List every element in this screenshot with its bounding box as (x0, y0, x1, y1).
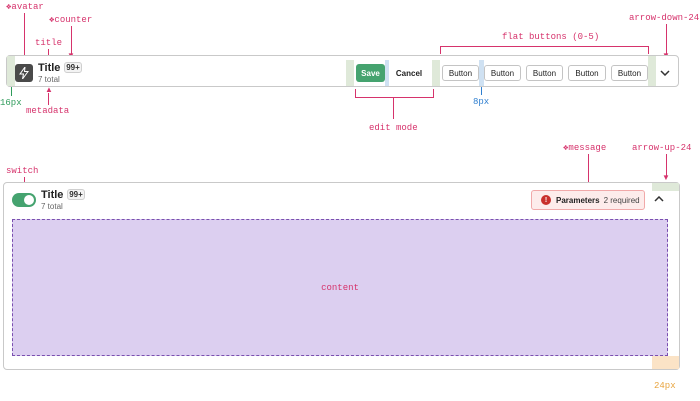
edit-mode-bracket-right (433, 89, 434, 97)
save-button[interactable]: Save (356, 64, 385, 82)
arrow-down-pointer-line (666, 24, 667, 56)
message-detail: 2 required (603, 195, 640, 205)
gap-8-annotation: 8px (473, 97, 490, 107)
avatar-annotation: ❖avatar (6, 2, 44, 12)
arrow-padding-left (648, 56, 656, 86)
content-area: content (12, 219, 668, 356)
metadata-pointer-arrowhead: ▲ (45, 85, 53, 94)
panel-title: Title (41, 189, 64, 201)
arrow-down-annotation: arrow-down-24 (629, 13, 700, 23)
message-annotation: ❖message (563, 143, 607, 153)
arrow-up-padding-top (652, 183, 679, 191)
panel-metadata: 7 total (41, 202, 63, 211)
title-annotation: title (35, 38, 63, 48)
chevron-down-icon (660, 70, 670, 76)
switch-annotation: switch (6, 166, 39, 176)
edit-mode-padding-left (346, 60, 354, 86)
edit-mode-padding-right (432, 60, 440, 86)
switch-knob (24, 195, 34, 205)
chevron-up-icon (654, 196, 664, 202)
edit-mode-annotation: edit mode (369, 123, 418, 133)
edit-mode-pointer-line (393, 97, 394, 119)
panel-counter: 99+ (67, 189, 85, 200)
content-label: content (321, 282, 359, 293)
flat-buttons-bracket-left (440, 46, 441, 54)
arrow-up-pointer-arrowhead: ▼ (662, 173, 670, 182)
header-metadata: 7 total (38, 75, 60, 84)
gap-8-marker (481, 87, 482, 95)
avatar (15, 64, 33, 82)
flat-button-4[interactable]: Button (568, 65, 606, 81)
padding-24-highlight (652, 356, 679, 369)
save-cancel-gap (385, 60, 389, 86)
metadata-annotation: metadata (26, 106, 70, 116)
bolt-icon (19, 67, 29, 79)
edit-mode-bracket-bottom (355, 97, 434, 98)
flat-button-1[interactable]: Button (442, 65, 479, 81)
message-pointer-line (588, 154, 589, 185)
counter-annotation: ❖counter (49, 15, 93, 25)
metadata-pointer-line (48, 93, 49, 105)
error-icon: ! (541, 195, 551, 205)
header-counter: 99+ (64, 62, 82, 73)
header-bar (6, 55, 679, 87)
avatar-pointer-line (24, 13, 25, 59)
padding-16-annotation: 16px (0, 98, 22, 108)
flat-button-3[interactable]: Button (526, 65, 563, 81)
message-label: Parameters (556, 195, 600, 205)
flat-button-2[interactable]: Button (484, 65, 521, 81)
panel-switch[interactable] (12, 193, 36, 207)
counter-pointer-line (71, 26, 72, 54)
arrow-up-annotation: arrow-up-24 (632, 143, 692, 153)
padding-24-annotation: 24px (654, 381, 676, 391)
left-padding-highlight (7, 56, 15, 86)
flat-buttons-annotation: flat buttons (0-5) (502, 32, 600, 42)
arrow-up-pointer-line (666, 154, 667, 178)
flat-button-5[interactable]: Button (611, 65, 648, 81)
padding-16-marker (11, 87, 12, 96)
cancel-button[interactable]: Cancel (395, 68, 423, 78)
header-title: Title (38, 62, 61, 74)
flat-buttons-bracket-right (648, 46, 649, 54)
edit-mode-bracket-left (355, 89, 356, 97)
title-pointer-line (48, 49, 49, 60)
arrow-up-button[interactable] (652, 192, 666, 206)
message-banner: ! Parameters 2 required (531, 190, 645, 210)
arrow-down-button[interactable] (658, 66, 672, 80)
button-gap-8px (479, 60, 484, 86)
flat-buttons-bracket-top (440, 46, 649, 47)
